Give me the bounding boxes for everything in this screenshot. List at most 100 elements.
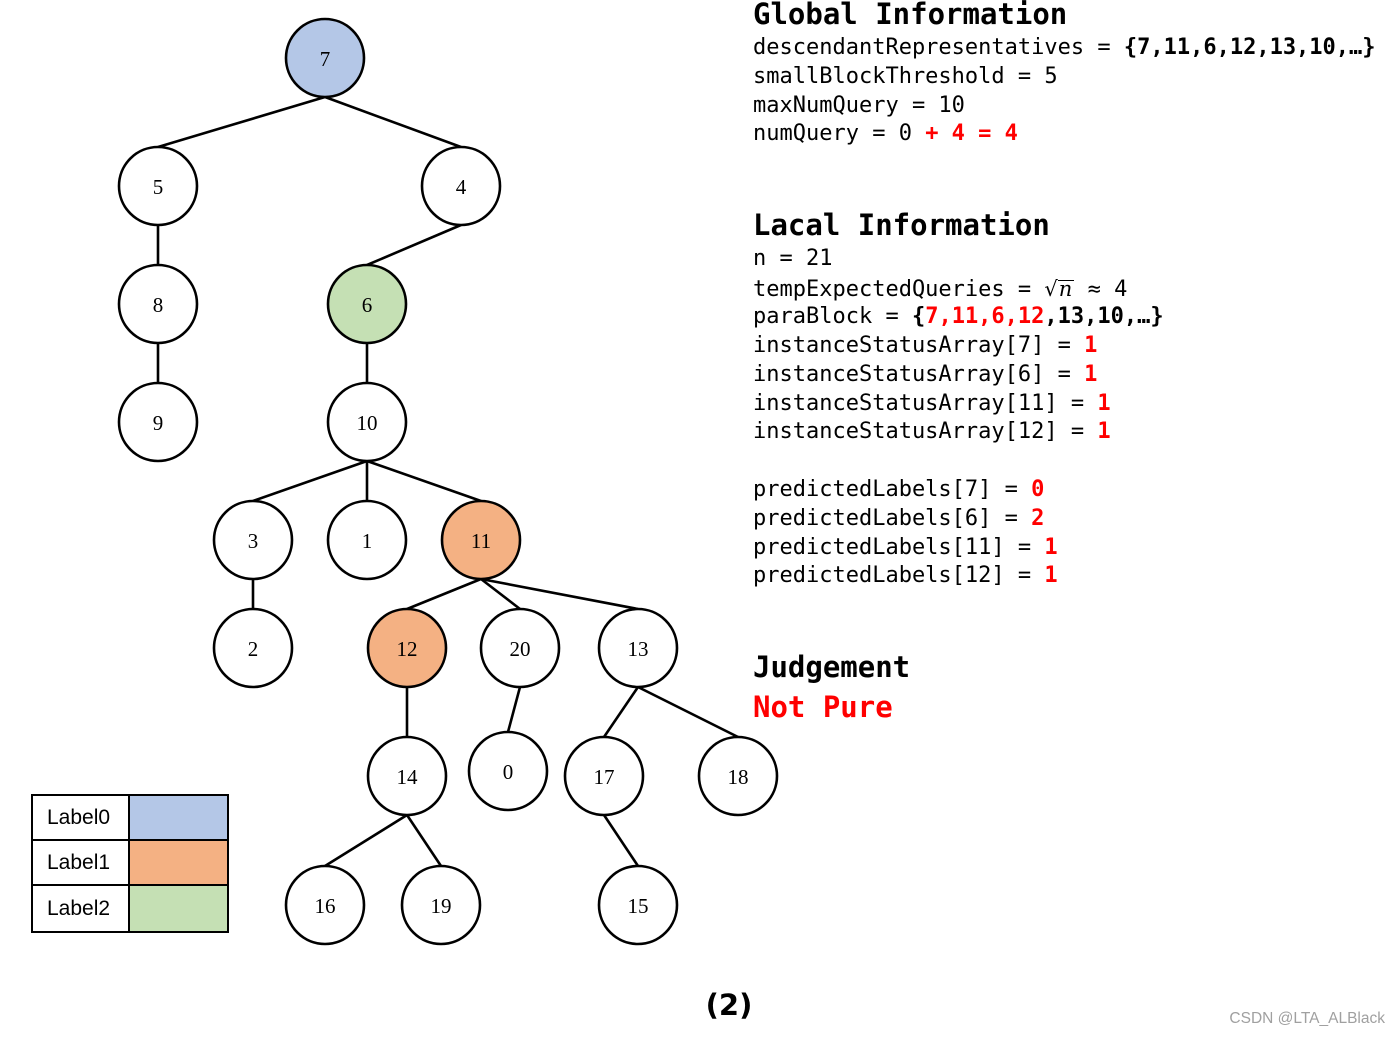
node-circle bbox=[117, 263, 199, 345]
max-num-query-line: maxNumQuery = 10 bbox=[753, 93, 965, 118]
tree-node-19: 19 bbox=[400, 864, 482, 946]
predicted-label-line: predictedLabels[7] = 0 bbox=[753, 479, 1044, 501]
variable-name: instanceStatusArray[11] = bbox=[753, 391, 1098, 416]
tree-edge bbox=[480, 577, 521, 611]
tree-node-15: 15 bbox=[597, 864, 679, 946]
node-circle bbox=[420, 145, 502, 227]
tree-edge bbox=[405, 814, 443, 867]
node-circle bbox=[117, 381, 199, 463]
node-value: 11 bbox=[471, 529, 491, 553]
tree-node-11: 11 bbox=[440, 499, 522, 581]
legend-table: Label0 Label1 Label2 bbox=[31, 794, 229, 933]
node-circle bbox=[212, 499, 294, 581]
tree-edges bbox=[156, 95, 739, 868]
node-value: 14 bbox=[397, 765, 419, 789]
tree-node-0: 0 bbox=[467, 730, 549, 812]
variable-name: numQuery = 0 bbox=[753, 121, 926, 146]
descendant-representatives-line: descendantRepresentatives = {7,11,6,12,1… bbox=[753, 37, 1376, 59]
sqrt-expression: √n bbox=[1044, 277, 1075, 301]
para-block-line: paraBlock = {7,11,6,12,13,10,…} bbox=[753, 306, 1164, 328]
tree-edge bbox=[406, 577, 482, 611]
set-open-brace: { bbox=[911, 304, 926, 329]
predicted-label-line: predictedLabels[12] = 1 bbox=[753, 565, 1058, 587]
variable-name: predictedLabels[7] = bbox=[753, 477, 1032, 502]
node-circle bbox=[284, 17, 366, 99]
node-circle bbox=[326, 381, 408, 463]
tree-edge bbox=[157, 95, 326, 149]
tree-node-9: 9 bbox=[117, 381, 199, 463]
node-value: 7 bbox=[320, 47, 331, 71]
node-circle bbox=[284, 864, 366, 946]
radicand: n bbox=[1057, 277, 1075, 301]
node-value: 0 bbox=[503, 760, 514, 784]
node-circle bbox=[326, 263, 408, 345]
figure-caption: (2) bbox=[705, 988, 753, 1022]
tree-node-20: 20 bbox=[479, 607, 561, 689]
tree-node-18: 18 bbox=[697, 735, 779, 817]
variable-name: predictedLabels[11] = bbox=[753, 535, 1045, 560]
tree-node-2: 2 bbox=[212, 607, 294, 689]
tree-edge bbox=[602, 686, 640, 738]
node-circle bbox=[597, 864, 679, 946]
node-circle bbox=[117, 145, 199, 227]
tree-edge bbox=[602, 814, 640, 867]
node-value: 18 bbox=[728, 765, 749, 789]
global-information-heading: Global Information bbox=[753, 0, 1068, 31]
predicted-label-value: 0 bbox=[1031, 477, 1045, 502]
node-value: 17 bbox=[594, 765, 615, 789]
tree-node-17: 17 bbox=[563, 735, 645, 817]
temp-expected-queries-line: tempExpectedQueries = √n ≈ 4 bbox=[753, 278, 1127, 301]
legend-swatch bbox=[130, 841, 227, 886]
approx-value: ≈ 4 bbox=[1074, 277, 1128, 302]
predicted-label-value: 1 bbox=[1044, 535, 1058, 560]
info-panel: Global Information descendantRepresentat… bbox=[753, 0, 1393, 730]
instance-status-line: instanceStatusArray[11] = 1 bbox=[753, 393, 1111, 415]
tree-edge bbox=[324, 813, 408, 868]
tree-edge bbox=[480, 577, 639, 611]
predicted-label-value: 1 bbox=[1044, 563, 1058, 588]
tree-edge bbox=[637, 685, 739, 739]
tree-node-12: 12 bbox=[366, 607, 448, 689]
legend-label: Label1 bbox=[33, 841, 130, 886]
tree-node-8: 8 bbox=[117, 263, 199, 345]
node-value: 3 bbox=[248, 529, 259, 553]
watermark: CSDN @LTA_ALBlack bbox=[1229, 1010, 1385, 1027]
tree-node-6: 6 bbox=[326, 263, 408, 345]
judgement-result: Not Pure bbox=[753, 690, 893, 724]
tree-node-1: 1 bbox=[326, 499, 408, 581]
node-value: 1 bbox=[362, 529, 373, 553]
node-circle bbox=[697, 735, 779, 817]
tree-edge bbox=[366, 459, 482, 503]
tree-node-16: 16 bbox=[284, 864, 366, 946]
tree-node-7: 7 bbox=[284, 17, 366, 99]
num-query-update: + 4 = 4 bbox=[925, 121, 1018, 146]
tree-node-13: 13 bbox=[597, 607, 679, 689]
node-circle bbox=[440, 499, 522, 581]
status-value: 1 bbox=[1084, 333, 1098, 358]
tree-node-5: 5 bbox=[117, 145, 199, 227]
node-circle bbox=[326, 499, 408, 581]
node-value: 19 bbox=[431, 894, 452, 918]
status-value: 1 bbox=[1084, 362, 1098, 387]
node-value: 13 bbox=[628, 637, 649, 661]
para-block-selected: 7,11,6,12 bbox=[925, 304, 1045, 329]
node-value: 10 bbox=[357, 411, 378, 435]
tree-edge bbox=[366, 223, 462, 267]
node-value: 8 bbox=[153, 293, 164, 317]
predicted-label-value: 2 bbox=[1031, 506, 1045, 531]
legend-swatch bbox=[130, 796, 227, 841]
tree-node-3: 3 bbox=[212, 499, 294, 581]
tree-edge bbox=[252, 459, 368, 503]
node-value: 16 bbox=[315, 894, 336, 918]
instance-status-line: instanceStatusArray[6] = 1 bbox=[753, 364, 1097, 386]
predicted-label-line: predictedLabels[6] = 2 bbox=[753, 508, 1044, 530]
node-circle bbox=[400, 864, 482, 946]
status-value: 1 bbox=[1097, 391, 1111, 416]
num-query-line: numQuery = 0 + 4 = 4 bbox=[753, 123, 1018, 145]
variable-name: tempExpectedQueries = bbox=[753, 277, 1045, 302]
variable-name: instanceStatusArray[6] = bbox=[753, 362, 1085, 387]
small-block-threshold-line: smallBlockThreshold = 5 bbox=[753, 64, 1058, 89]
n-line: n = 21 bbox=[753, 246, 833, 271]
node-value: 20 bbox=[510, 637, 531, 661]
